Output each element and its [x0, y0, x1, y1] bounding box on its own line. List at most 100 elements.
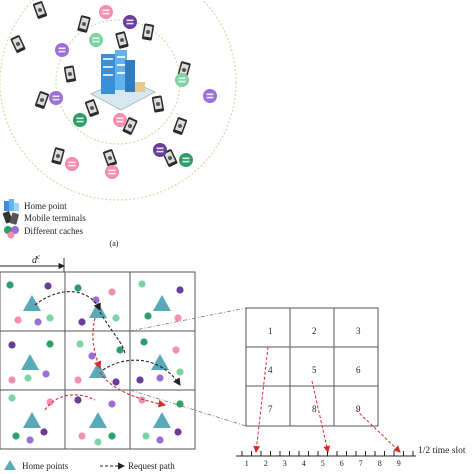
cache-dot [108, 400, 116, 408]
timeline-tick-label: 7 [359, 459, 363, 468]
grid-cell-number: 9 [356, 404, 361, 414]
cache-dot [40, 428, 48, 436]
timeline-tick-label: 3 [283, 459, 287, 468]
mobile-terminal-icon [115, 31, 129, 49]
cache-dot [138, 280, 146, 288]
mobile-terminal-icon [51, 147, 65, 165]
panel-a [0, 0, 237, 201]
grid-cell-number: 3 [356, 326, 361, 336]
cache-dot [76, 340, 84, 348]
legend-request-path-label: Request path [128, 461, 175, 471]
mobile-terminals-a [10, 1, 191, 167]
cache-dot [112, 378, 120, 386]
legend-a: Home point Mobile terminals Different ca… [2, 199, 119, 248]
caption-a: (a) [110, 239, 119, 248]
cache-dot [88, 352, 96, 360]
cache-dot [46, 314, 54, 322]
cache-dot [74, 396, 82, 404]
cache-dot [6, 281, 14, 289]
mobile-terminal-icon [162, 149, 178, 167]
cache-node-icon [179, 153, 193, 167]
request-paths [34, 291, 181, 411]
cache-dot [144, 312, 152, 320]
timeline-tick-label: 9 [397, 459, 401, 468]
grid-cell-number: 8 [312, 404, 317, 414]
mobile-terminal-icon [84, 99, 100, 117]
cache-node-icon [175, 73, 189, 87]
cache-dot [74, 284, 82, 292]
cache-dot [8, 341, 16, 349]
cache-dot [12, 432, 20, 440]
cache-dot [14, 316, 22, 324]
cache-dot [94, 438, 102, 446]
timeline-tick-label: 4 [302, 459, 306, 468]
timeline-tick-label: 6 [340, 459, 344, 468]
mobile-terminal-legend-icon [2, 211, 19, 225]
cache-node-icon [89, 33, 103, 47]
grid-cell-number: 2 [312, 326, 317, 336]
mobile-terminal-icon [172, 117, 188, 135]
grid-cell-number: 4 [268, 365, 273, 375]
home-point-triangle [89, 412, 107, 428]
home-point-triangle [153, 295, 171, 311]
home-point-triangle [89, 362, 107, 378]
home-point-triangle [151, 354, 169, 370]
cache-dot [92, 296, 100, 304]
panel-b: dc [0, 253, 466, 471]
mobile-terminal-icon [34, 91, 50, 109]
cache-dot [116, 346, 124, 354]
timeline-tick-label: 2 [264, 459, 268, 468]
cache-legend-icon [4, 226, 19, 239]
mobile-terminal-icon [63, 65, 77, 83]
cache-dot [172, 346, 180, 354]
home-point-triangle [23, 295, 41, 311]
dc-label: dc [32, 253, 41, 266]
mobile-terminal-icon [102, 149, 118, 167]
home-point-building-icon [90, 50, 156, 111]
legend-home-points-label: Home points [22, 461, 69, 471]
cache-dot [34, 318, 42, 326]
cache-dot [8, 376, 16, 384]
cache-node-icon [123, 15, 137, 29]
home-points-b [21, 295, 171, 428]
cache-dot [156, 436, 164, 444]
cache-dot [74, 376, 82, 384]
cache-dot [78, 432, 86, 440]
grid-cell-number: 5 [312, 365, 317, 375]
cell-grid-left [0, 271, 196, 450]
mobile-terminal-icon [77, 15, 91, 33]
outer-coverage-ring [0, 0, 237, 201]
cache-dot [44, 282, 52, 290]
cache-dot [140, 338, 148, 346]
cache-dot [176, 286, 184, 294]
cache-dot [176, 368, 184, 376]
cache-dot [24, 374, 32, 382]
zoom-connectors [129, 307, 247, 427]
cache-dot [8, 394, 16, 402]
cache-node-icon [65, 157, 79, 171]
cache-node-icon [55, 43, 69, 57]
cache-node-icon [153, 143, 167, 157]
home-point-triangle [23, 412, 41, 428]
cache-dot [78, 318, 86, 326]
mobile-terminal-icon [141, 23, 155, 41]
timeline-tick-label: 5 [321, 459, 325, 468]
mobile-terminal-icon [10, 35, 26, 53]
cache-dot [46, 398, 54, 406]
grid-cell-number: 1 [268, 326, 273, 336]
mobile-terminal-icon [151, 95, 165, 113]
timeline-tick-label: 1 [245, 459, 249, 468]
cache-dot [26, 436, 34, 444]
mobile-terminal-icon [32, 1, 48, 19]
cache-dot [138, 396, 146, 404]
home-point-triangle [153, 412, 171, 428]
caches-a [49, 5, 217, 179]
home-point-triangle [89, 302, 107, 318]
cache-node-icon [105, 165, 119, 179]
cache-node-icon [203, 89, 217, 103]
grid-cell-number: 6 [356, 365, 361, 375]
legend-different-caches-label: Different caches [24, 226, 84, 236]
cache-dot [108, 288, 116, 296]
